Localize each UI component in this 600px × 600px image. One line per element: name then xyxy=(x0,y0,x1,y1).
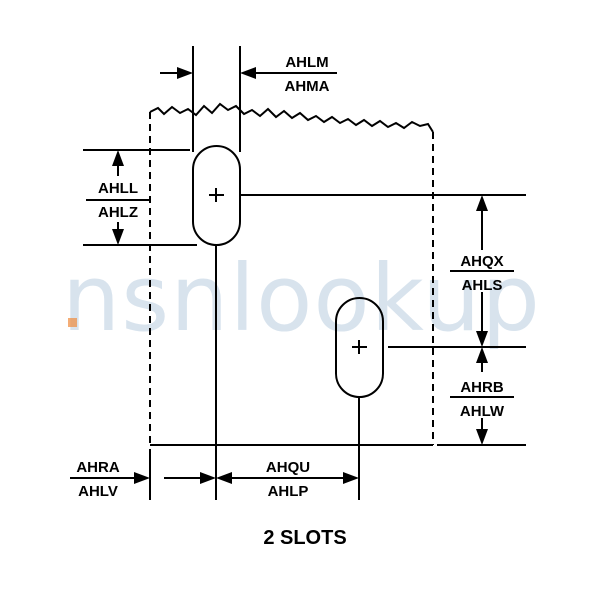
arrow-left xyxy=(240,67,256,79)
label-ahlm: AHLM xyxy=(285,54,328,71)
label-ahls: AHLS xyxy=(462,277,503,294)
label-ahra: AHRA xyxy=(76,459,119,476)
arrow-down xyxy=(476,331,488,347)
watermark-text: nsnlookup xyxy=(62,245,541,352)
part-outline xyxy=(149,102,434,446)
arrow-right xyxy=(134,472,150,484)
label-ahlw: AHLW xyxy=(460,403,505,420)
arrow-left xyxy=(216,472,232,484)
arrow-up xyxy=(476,347,488,363)
arrow-down xyxy=(476,429,488,445)
label-ahll: AHLL xyxy=(98,180,138,197)
dim-vertical-span: AHQX AHLS xyxy=(450,195,514,347)
arrow-down xyxy=(112,229,124,245)
caption-text: 2 SLOTS xyxy=(263,527,346,549)
break-line xyxy=(149,102,434,133)
label-ahlz: AHLZ xyxy=(98,204,138,221)
watermark: nsnlookup xyxy=(62,245,541,352)
dim-edge-offset: AHRA AHLV xyxy=(70,449,216,500)
arrow-right xyxy=(343,472,359,484)
label-ahlp: AHLP xyxy=(268,483,309,500)
dim-slot-length: AHLL AHLZ xyxy=(83,149,197,246)
arrow-right xyxy=(177,67,193,79)
dim-top-width: AHLM AHMA xyxy=(160,46,337,152)
dim-slot-spacing: AHQU AHLP xyxy=(216,459,359,500)
label-ahma: AHMA xyxy=(285,78,330,95)
watermark-accent-dot xyxy=(68,318,77,327)
label-ahlv: AHLV xyxy=(78,483,118,500)
arrow-up xyxy=(112,150,124,166)
label-ahqx: AHQX xyxy=(460,253,503,270)
arrow-left-edge xyxy=(200,472,216,484)
arrow-up xyxy=(476,195,488,211)
slot-lower xyxy=(335,297,526,500)
label-ahqu: AHQU xyxy=(266,459,310,476)
label-ahrb: AHRB xyxy=(460,379,503,396)
slot-upper xyxy=(192,145,526,500)
dim-bottom-offset: AHRB AHLW xyxy=(437,347,526,446)
